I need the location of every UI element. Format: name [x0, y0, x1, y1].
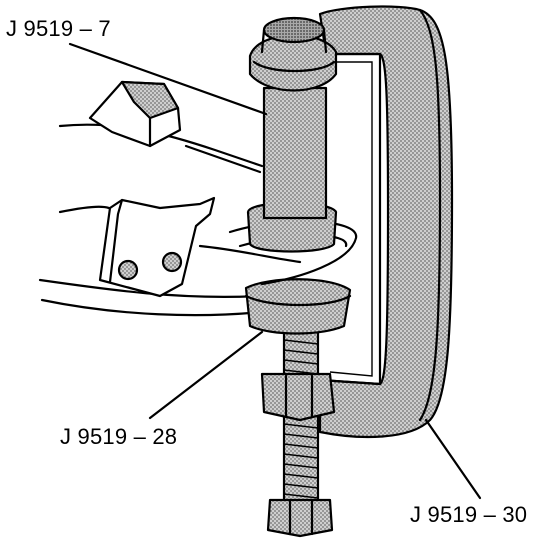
callout-lower-cup: J 9519 – 28 — [60, 424, 177, 449]
bracket — [98, 196, 216, 298]
leader-lines — [68, 42, 482, 500]
forcing-screw — [266, 328, 334, 538]
leader-lower-cup — [148, 330, 264, 420]
receiver-cup — [244, 278, 352, 335]
upper-tool — [246, 16, 338, 253]
callout-frame: J 9519 – 30 — [410, 502, 527, 527]
leader-top-tool — [68, 42, 268, 116]
clamp-frame — [318, 5, 454, 439]
frame-nut — [260, 372, 336, 422]
leader-frame — [424, 418, 482, 500]
bumper-block — [88, 80, 182, 148]
callout-top-tool: J 9519 – 7 — [6, 16, 111, 41]
